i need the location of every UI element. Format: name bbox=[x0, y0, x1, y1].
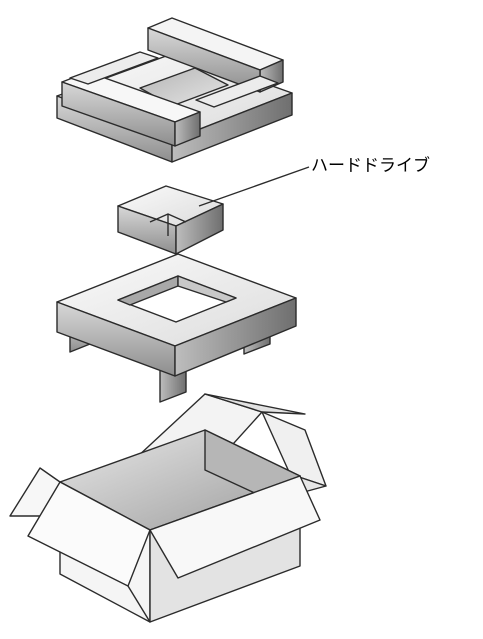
hard-drive bbox=[117, 185, 224, 255]
shipping-box bbox=[9, 393, 327, 623]
hard-drive-callout-label: ハードドライブ bbox=[311, 156, 430, 176]
bottom-foam-insert bbox=[56, 253, 297, 403]
top-foam-insert bbox=[56, 17, 293, 163]
callout-leader-line bbox=[198, 166, 310, 207]
